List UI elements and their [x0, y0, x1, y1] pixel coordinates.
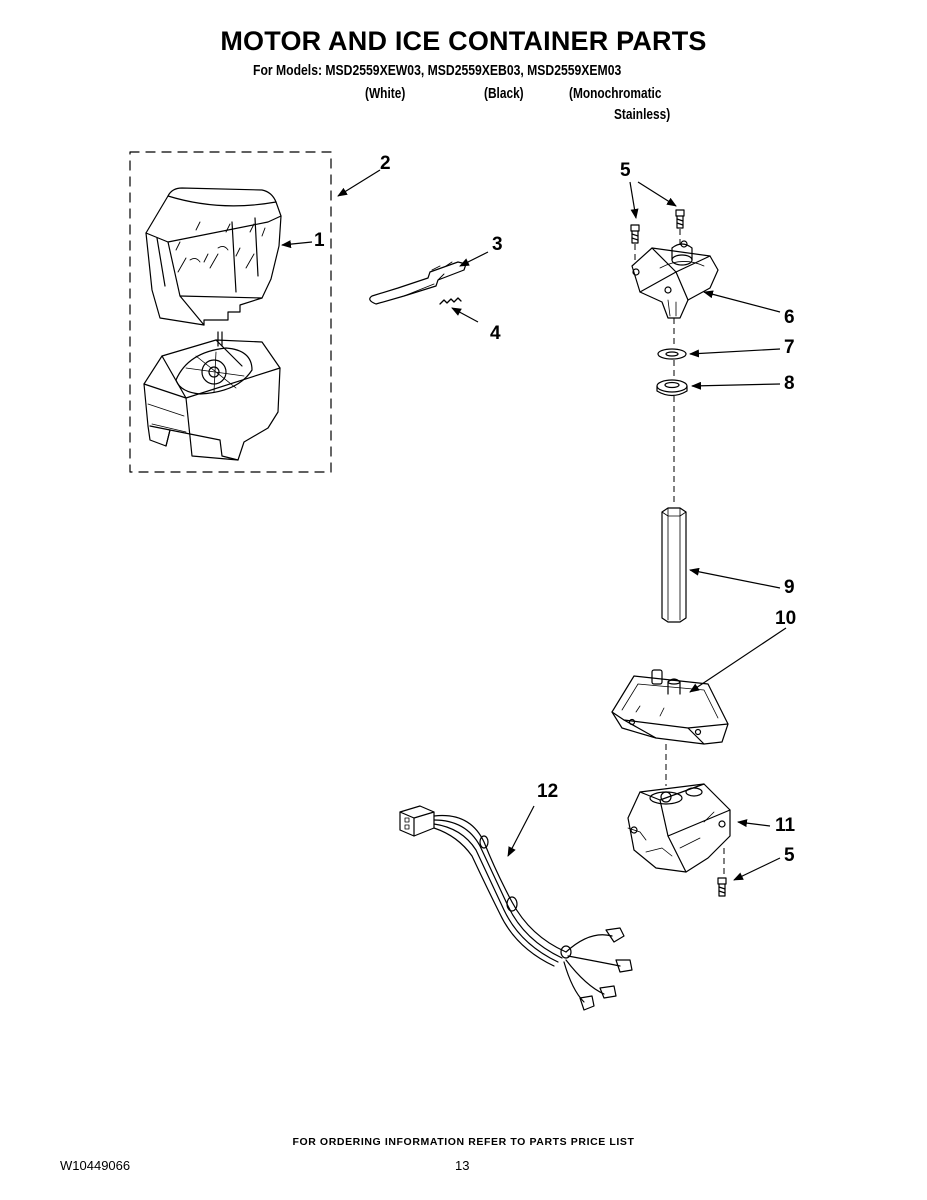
page-number: 13 [455, 1158, 470, 1173]
bearing [656, 379, 688, 397]
motor-cover [611, 669, 729, 745]
callout-1: 1 [314, 230, 325, 251]
callout-6: 6 [784, 307, 795, 328]
bearing-housing [631, 240, 719, 319]
motor-screw [717, 877, 727, 897]
ordering-note: FOR ORDERING INFORMATION REFER TO PARTS … [292, 1136, 635, 1148]
callout-5-bottom: 5 [784, 845, 795, 866]
models-line: For Models: MSD2559XEW03, MSD2559XEB03, … [253, 63, 622, 79]
callout-12: 12 [537, 781, 559, 802]
variant-monochromatic-line2: Stainless) [614, 107, 671, 123]
callout-3: 3 [492, 234, 503, 255]
drive-shaft [661, 507, 687, 623]
callout-5-top: 5 [620, 160, 631, 181]
auger-motor [627, 783, 731, 873]
assembly-box [129, 151, 332, 473]
ice-bucket [145, 187, 282, 326]
screw-left [630, 224, 640, 244]
callout-8: 8 [784, 373, 795, 394]
washer [657, 348, 687, 360]
variant-white: (White) [365, 86, 406, 102]
variant-black: (Black) [484, 86, 524, 102]
variant-monochromatic: (Monochromatic [569, 86, 662, 102]
document-number: W10449066 [60, 1158, 131, 1173]
centerlines [634, 229, 725, 876]
callout-10: 10 [775, 608, 797, 629]
callout-7: 7 [784, 337, 795, 358]
callout-9: 9 [784, 577, 795, 598]
callout-4: 4 [490, 323, 501, 344]
page-title: MOTOR AND ICE CONTAINER PARTS [220, 26, 707, 56]
screw-right [675, 209, 685, 229]
leader-arrows [281, 169, 787, 881]
bin-base [143, 331, 281, 461]
callout-11: 11 [775, 815, 796, 836]
deflector [369, 261, 467, 305]
callout-2: 2 [380, 153, 391, 174]
wire-harness [399, 805, 633, 1011]
spring [439, 297, 462, 305]
